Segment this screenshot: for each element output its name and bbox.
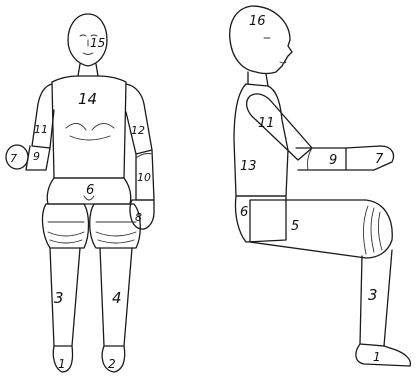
front-chest-lines <box>66 123 114 140</box>
label-side-hand: 7 <box>375 152 384 167</box>
label-front-left-foot: 2 <box>108 357 116 371</box>
label-side-foot: 1 <box>373 350 381 364</box>
label-side-head: 16 <box>249 14 266 29</box>
label-side-forearm: 9 <box>329 153 337 168</box>
label-front-left-forearm: 10 <box>137 171 151 184</box>
label-front-pelvis: 6 <box>86 183 94 198</box>
front-left-upper-arm <box>126 84 152 154</box>
front-right-upper-arm <box>32 84 54 148</box>
front-left-elbow-line <box>136 154 152 159</box>
side-knee-lines <box>363 206 382 254</box>
front-right-knee-lines <box>48 222 84 243</box>
side-forearm <box>296 148 346 170</box>
side-torso <box>234 84 288 196</box>
label-side-pelvis: 6 <box>240 205 248 220</box>
label-side-upper-arm: 11 <box>258 116 275 131</box>
label-front-right-lower-leg: 3 <box>54 289 64 307</box>
front-right-knee <box>43 204 89 248</box>
label-front-left-hand: 8 <box>135 211 142 224</box>
label-front-right-upper-arm: 11 <box>34 123 48 136</box>
label-front-right-forearm: 9 <box>33 150 40 163</box>
label-front-right-foot: 1 <box>58 357 66 371</box>
side-hand <box>346 146 394 170</box>
front-view-figure <box>6 14 154 372</box>
front-left-knee <box>90 204 141 248</box>
label-side-lower-leg: 3 <box>368 286 378 304</box>
front-left-knee-lines <box>96 222 136 243</box>
side-foot <box>356 344 410 366</box>
label-front-torso: 14 <box>78 90 97 108</box>
label-side-thigh: 5 <box>291 219 299 234</box>
label-side-back: 13 <box>240 159 257 174</box>
label-front-left-lower-leg: 4 <box>112 289 122 307</box>
side-face-features <box>264 38 286 63</box>
label-front-right-hand: 7 <box>10 152 17 165</box>
label-front-head: 15 <box>90 36 105 50</box>
side-view-figure <box>230 6 411 366</box>
label-front-left-upper-arm: 12 <box>131 124 145 137</box>
